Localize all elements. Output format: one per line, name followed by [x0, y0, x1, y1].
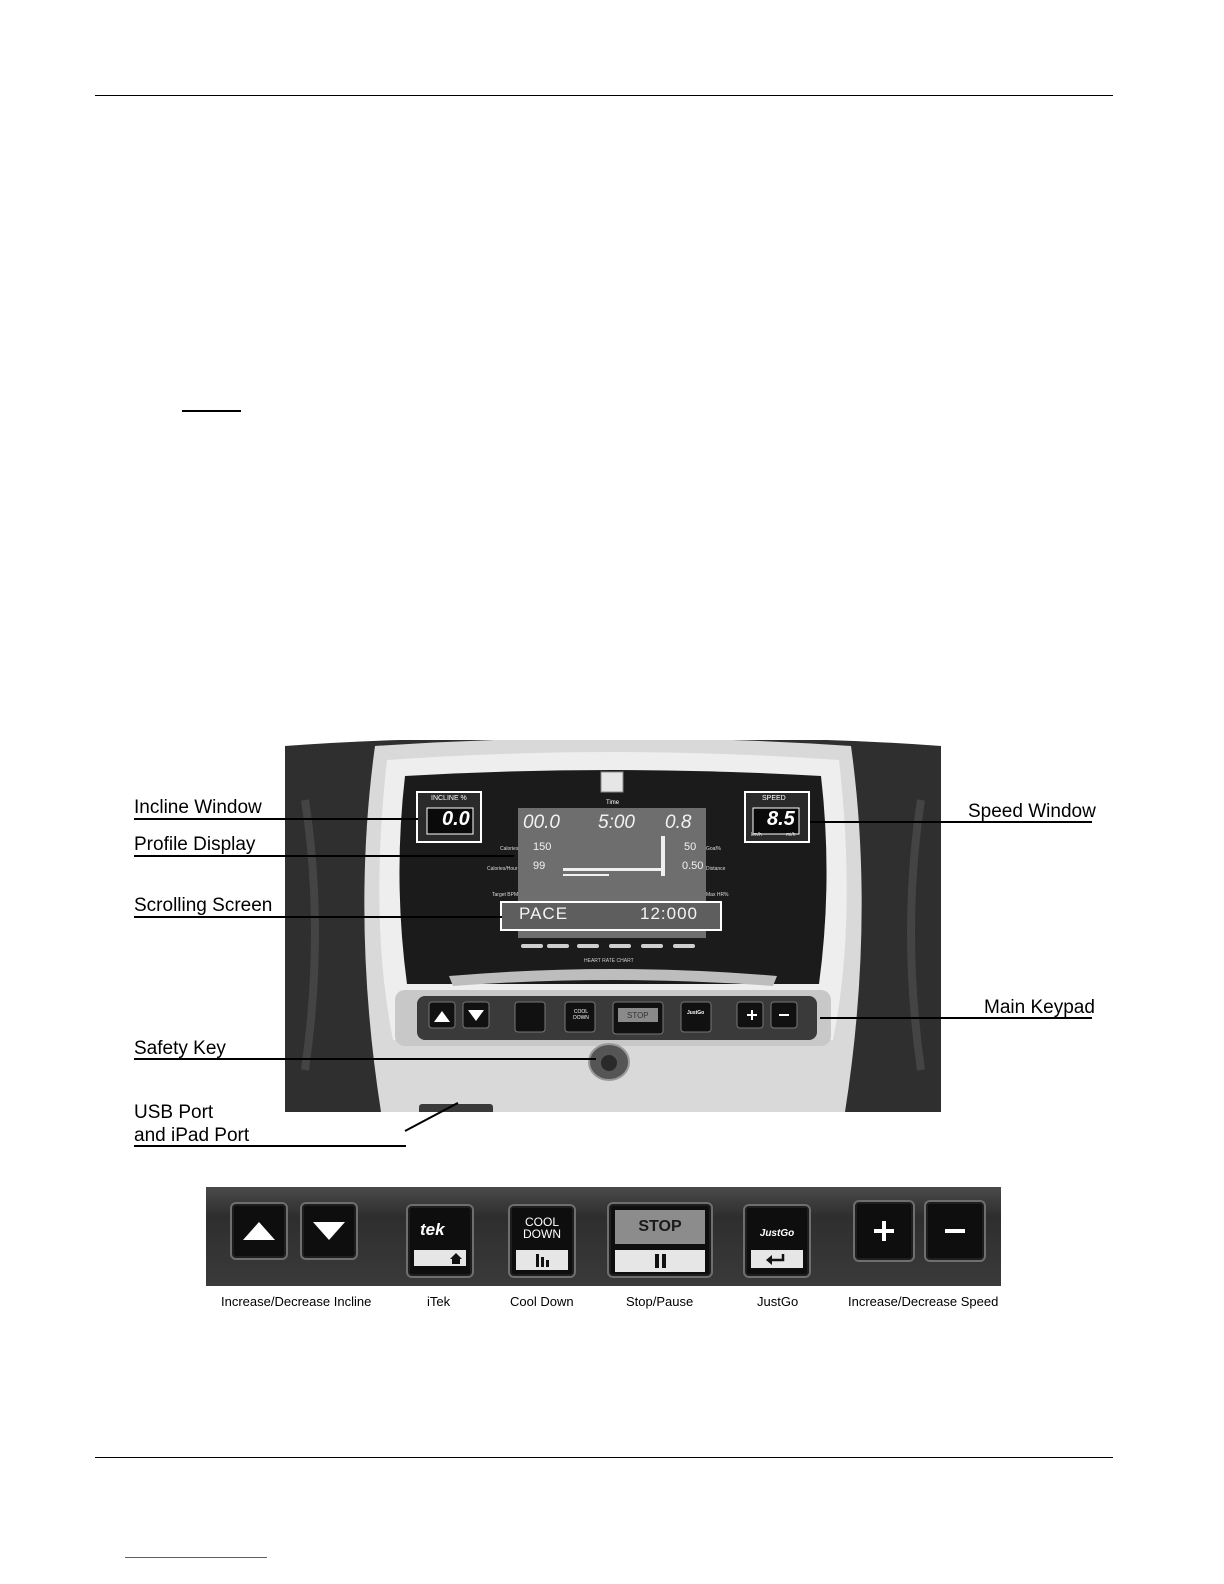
incline-title: INCLINE % — [431, 795, 467, 802]
heart-rate-chart-label: HEART RATE CHART — [584, 958, 634, 964]
max-hr-label: Max HR% — [706, 892, 729, 898]
treadmill-console — [285, 740, 941, 1112]
lcd-time-label: Time — [606, 800, 619, 806]
cool-down-caption: Cool Down — [510, 1294, 574, 1310]
incline-value: 0.0 — [442, 808, 470, 831]
main-keypad-label: Main Keypad — [984, 997, 1095, 1019]
profile-display-label: Profile Display — [134, 834, 255, 856]
speed-unit-mih: mi/h — [786, 832, 795, 838]
scroll-text-right: 12:000 — [640, 904, 698, 924]
usb-port-label-line2: and iPad Port — [134, 1125, 249, 1147]
speed-unit-kmh: km/h — [751, 832, 762, 838]
arrow-down-icon — [302, 1204, 356, 1258]
console-stop-key: STOP — [627, 1011, 649, 1020]
footer-rule — [95, 1457, 1113, 1458]
calories-value: 150 — [533, 841, 551, 853]
scroll-text-left: PACE — [519, 904, 568, 924]
calories-hour-value: 99 — [533, 860, 545, 872]
incline-down-button[interactable] — [300, 1202, 358, 1260]
speed-window-label: Speed Window — [968, 801, 1096, 823]
incline-caption: Increase/Decrease Incline — [221, 1294, 371, 1310]
safety-key-label: Safety Key — [134, 1038, 226, 1060]
plus-icon — [855, 1202, 913, 1260]
console-cool-down-key: COOL DOWN — [569, 1009, 593, 1021]
speed-increase-button[interactable] — [853, 1200, 915, 1262]
cool-down-text: COOL DOWN — [514, 1216, 570, 1240]
distance-value: 0.50 — [682, 860, 703, 872]
usb-port-label-line1: USB Port — [134, 1102, 213, 1124]
itek-caption: iTek — [427, 1294, 450, 1310]
footer-link-underline — [125, 1557, 267, 1558]
calories-hour-label: Calories/Hour — [487, 866, 518, 872]
lcd-value-2: 5:00 — [598, 812, 635, 834]
goal-value: 50 — [684, 841, 696, 853]
itek-logo-text: tek — [420, 1220, 445, 1240]
scrolling-screen-label: Scrolling Screen — [134, 895, 272, 917]
goal-label: Goal% — [706, 846, 721, 852]
calories-label: Calories — [500, 846, 518, 852]
stop-pause-button[interactable]: STOP — [607, 1202, 713, 1278]
speed-value: 8.5 — [767, 808, 795, 831]
speed-decrease-button[interactable] — [924, 1200, 986, 1262]
cool-down-button[interactable]: COOL DOWN — [508, 1204, 576, 1278]
incline-up-button[interactable] — [230, 1202, 288, 1260]
stop-text: STOP — [615, 1218, 705, 1236]
lcd-value-1: 00.0 — [523, 812, 560, 834]
lcd-value-3: 0.8 — [665, 812, 691, 834]
itek-button[interactable]: tek — [406, 1204, 474, 1278]
pause-icon — [615, 1250, 705, 1272]
header-rule — [95, 95, 1113, 96]
incline-window-label: Incline Window — [134, 797, 262, 819]
justgo-caption: JustGo — [757, 1294, 798, 1310]
target-bpm-label: Target BPM — [492, 892, 518, 898]
console-justgo-key: JustGo — [687, 1010, 704, 1016]
justgo-text: JustGo — [749, 1228, 805, 1239]
enter-icon — [751, 1250, 803, 1268]
stop-pause-caption: Stop/Pause — [626, 1294, 693, 1310]
justgo-button[interactable]: JustGo — [743, 1204, 811, 1278]
speed-title: SPEED — [762, 795, 786, 802]
cool-down-bars-icon — [516, 1250, 568, 1270]
home-icon — [414, 1250, 466, 1266]
arrow-up-icon — [232, 1204, 286, 1258]
underline-mark — [182, 410, 241, 412]
speed-caption: Increase/Decrease Speed — [848, 1294, 998, 1310]
minus-icon — [926, 1202, 984, 1260]
distance-label: Distance — [706, 866, 725, 872]
